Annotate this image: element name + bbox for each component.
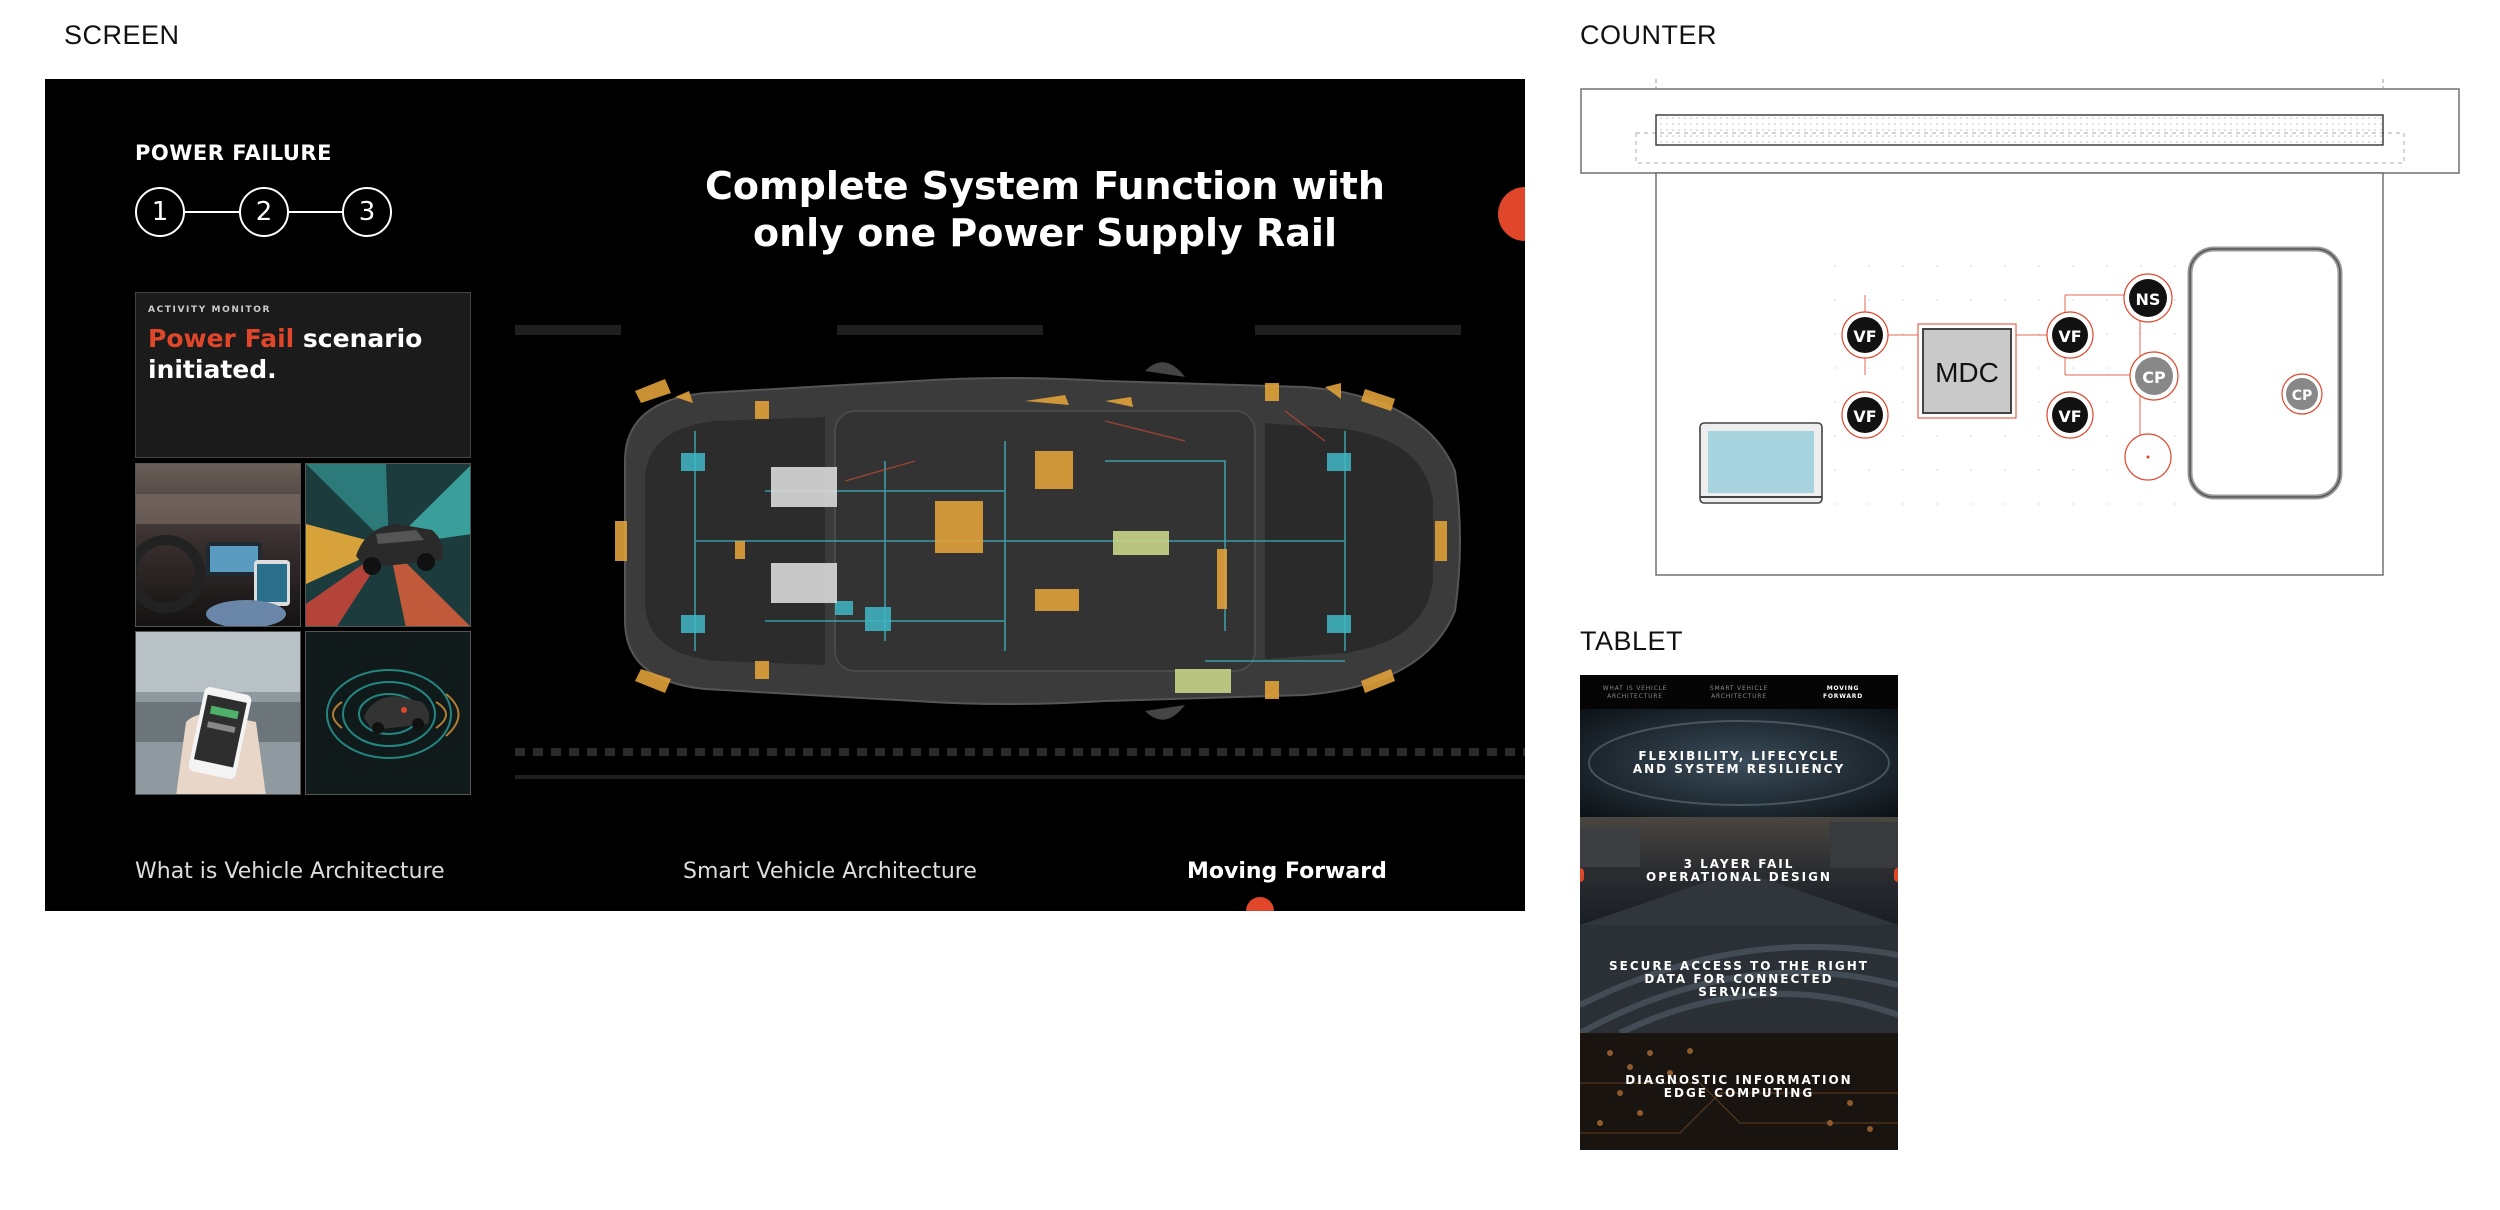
tablet-label: TABLET [1580,626,1684,656]
svg-text:VF: VF [2058,407,2081,426]
thumb-car-interior[interactable] [135,463,301,627]
vf-node: VF [1841,311,1889,359]
cp-node: CP [2129,351,2179,401]
tablet-card-secure-access[interactable]: SECURE ACCESS TO THE RIGHT DATA FOR CONN… [1580,925,1898,1033]
thumb-car-sensors[interactable] [305,463,471,627]
counter-label: COUNTER [1580,20,1717,50]
active-nav-indicator [1246,897,1274,911]
counter-schematic: MDC VF VF VF VF NS [1580,79,2460,576]
scenario-title: POWER FAILURE [135,141,332,165]
card-background-image [1580,709,1898,817]
step-1-button[interactable]: 1 [135,187,185,237]
road-edge-line [515,775,1525,779]
road-marking [837,325,1043,335]
card-background-image [1580,817,1898,925]
tablet-next-indicator[interactable] [1894,868,1898,882]
alert-highlight: Power Fail [148,324,295,353]
step-connector [289,211,343,213]
ns-node: NS [2123,273,2173,323]
tablet-prev-indicator[interactable] [1580,868,1584,882]
page-title: Complete System Function with only one P… [595,163,1495,257]
vehicle-diagram [615,362,1461,720]
mdc-node: MDC [1935,357,1999,388]
tablet-card-fail-operational[interactable]: 3 LAYER FAIL OPERATIONAL DESIGN [1580,817,1898,925]
card-title: 3 LAYER FAIL OPERATIONAL DESIGN [1646,857,1832,884]
road-marking [515,325,621,335]
nav-smart-vehicle-architecture[interactable]: Smart Vehicle Architecture [683,859,977,884]
nav-what-is-vehicle-architecture[interactable]: What is Vehicle Architecture [135,859,445,884]
activity-monitor-label: ACTIVITY MONITOR [148,305,271,315]
card-title: FLEXIBILITY, LIFECYCLE AND SYSTEM RESILI… [1632,749,1846,776]
phone-app-image [136,632,300,794]
road-dashes [515,748,1525,756]
card-title: SECURE ACCESS TO THE RIGHT DATA FOR CONN… [1609,958,1869,999]
screen-label: SCREEN [64,20,180,50]
road-marking [1255,325,1461,335]
vf-node: VF [2046,311,2094,359]
alert-message: scenario initiated. [148,324,423,384]
thumb-phone-app[interactable] [135,631,301,795]
svg-text:CP: CP [2142,368,2166,387]
title-line-1: Complete System Function with [705,164,1385,208]
thumb-car-radar[interactable] [305,631,471,795]
svg-text:CP: CP [2292,388,2313,404]
vf-node: VF [2046,391,2094,439]
svg-text:VF: VF [1853,327,1876,346]
tablet-card-flexibility[interactable]: FLEXIBILITY, LIFECYCLE AND SYSTEM RESILI… [1580,709,1898,817]
counter-diagram: MDC VF VF VF VF NS [1580,79,2460,579]
svg-text:VF: VF [1853,407,1876,426]
activity-monitor: ACTIVITY MONITOR Power Fail scenario ini… [135,292,471,458]
screen-display: POWER FAILURE 1 2 3 Complete System Func… [45,79,1525,911]
card-background-image [1580,925,1898,1033]
cp-node: CP [2281,373,2323,415]
step-3-button[interactable]: 3 [342,187,392,237]
car-interior-image [136,464,300,626]
step-connector [185,211,239,213]
card-background-image [1580,1033,1898,1150]
car-sensor-image [306,464,470,626]
vf-node: VF [1841,391,1889,439]
svg-text:NS: NS [2136,290,2161,309]
car-radar-image [306,632,470,794]
step-2-button[interactable]: 2 [239,187,289,237]
title-line-2: only one Power Supply Rail [753,211,1337,255]
card-title: DIAGNOSTIC INFORMATION EDGE COMPUTING [1625,1073,1853,1100]
nav-moving-forward[interactable]: Moving Forward [1187,859,1387,884]
side-next-button[interactable] [1498,187,1525,241]
activity-monitor-message: Power Fail scenario initiated. [148,323,458,385]
tablet-card-diagnostic[interactable]: DIAGNOSTIC INFORMATION EDGE COMPUTING [1580,1033,1898,1150]
svg-text:VF: VF [2058,327,2081,346]
